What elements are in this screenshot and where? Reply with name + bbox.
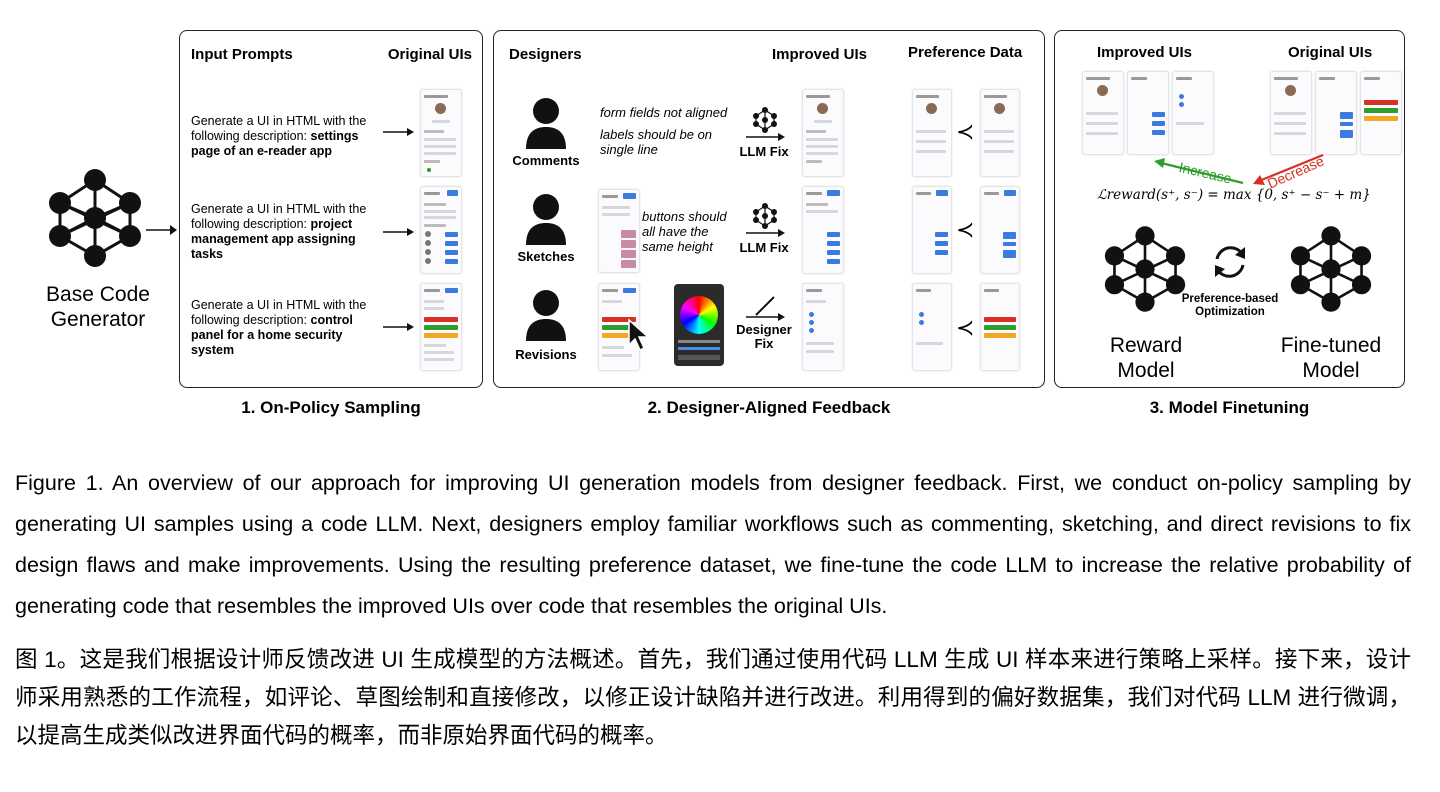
figure-caption-english: Figure 1. An overview of our approach fo… [15, 471, 1411, 618]
pref-2-original-thumbnail [980, 186, 1020, 274]
pref-3-improved-thumbnail [912, 283, 952, 371]
sketch-note: buttons should all have the same height [642, 209, 727, 254]
finetuned-model-network-icon [1290, 226, 1372, 312]
person-comments-label: Comments [512, 153, 580, 168]
prec-symbol-3: ≺ [956, 315, 975, 340]
improved-ui-3-thumbnail [802, 283, 844, 371]
improved-ui-2-thumbnail [802, 186, 844, 274]
prompt-1-plain: Generate a UI in HTML with the following… [191, 114, 367, 143]
preference-optimization-label: Preference-based Optimization [1169, 293, 1291, 319]
decrease-arrow-icon [1253, 153, 1324, 185]
original-uis-header: Original UIs [387, 46, 472, 63]
llm-fix-1-label: LLM Fix [739, 144, 789, 159]
prec-symbol-1: ≺ [956, 119, 975, 144]
prompt-3-plain: Generate a UI in HTML with the following… [191, 298, 367, 327]
llm-fix-1-arrow-icon [746, 133, 785, 141]
designer-fix-line1: Designer [736, 322, 792, 337]
prompt-1: Generate a UI in HTML with the following… [191, 114, 381, 159]
person-comments-icon [526, 98, 566, 149]
cursor-icon [628, 318, 650, 352]
prompt-2-bold: project management app assigning tasks [191, 217, 356, 261]
designers-header: Designers [509, 46, 582, 63]
llm-fix-1-network-icon [753, 107, 777, 133]
p3-improved-header: Improved UIs [1097, 44, 1193, 61]
finetuned-line2: Model [1302, 359, 1360, 382]
panel-designer-feedback: Designers Improved UIs Preference Data C… [493, 30, 1045, 388]
prompt-3-bold: control panel for a home security system [191, 313, 353, 357]
panel-on-policy-sampling: Input Prompts Original UIs Generate a UI… [179, 30, 483, 388]
p3-original-ui-2 [1315, 71, 1357, 155]
designer-fix-arrow-icon [746, 313, 785, 321]
pref-opt-line1: Preference-based [1181, 293, 1279, 305]
base-generator-label: Base Code Generator [28, 282, 168, 332]
reward-model-network-icon [1104, 226, 1186, 312]
pref-1-improved-thumbnail [912, 89, 952, 177]
person-sketches-icon [526, 194, 566, 245]
p3-original-header: Original UIs [1288, 44, 1373, 61]
person-sketches-label: Sketches [517, 249, 575, 264]
panel2-caption: 2. Designer-Aligned Feedback [647, 398, 891, 417]
base-generator-line2: Generator [50, 308, 146, 331]
pref-opt-line2: Optimization [1195, 306, 1265, 318]
pref-3-original-thumbnail [980, 283, 1020, 371]
panel-model-finetuning: Improved UIs Original UIs Increase D [1054, 30, 1405, 388]
base-generator-line1: Base Code [46, 283, 150, 306]
person-revisions-label: Revisions [515, 347, 577, 362]
finetuned-line1: Fine-tuned [1280, 334, 1382, 357]
improved-ui-1-thumbnail [802, 89, 844, 177]
arrow-prompt-3-icon [383, 323, 414, 331]
reward-line1: Reward [1109, 334, 1183, 357]
color-wheel-icon [680, 296, 718, 334]
cycle-arrows-icon [1215, 246, 1245, 278]
increase-arrow-icon [1154, 158, 1244, 185]
p3-improved-ui-2 [1127, 71, 1169, 155]
figure-caption-chinese: 图 1。这是我们根据设计师反馈改进 UI 生成模型的方法概述。首先，我们通过使用… [15, 647, 1411, 748]
designer-fix-label: Designer Fix [734, 323, 794, 351]
color-picker-widget [674, 284, 724, 366]
prec-symbol-2: ≺ [956, 217, 975, 242]
designer-fix-line2: Fix [754, 336, 774, 351]
comment-note-1: form fields not aligned [600, 105, 728, 120]
original-ui-project-thumbnail [420, 186, 462, 274]
pref-2-improved-thumbnail [912, 186, 952, 274]
base-generator-network-icon [49, 169, 141, 267]
prompt-2: Generate a UI in HTML with the following… [191, 202, 381, 262]
prompt-1-bold: settings page of an e-reader app [191, 129, 359, 158]
panel3-caption: 3. Model Finetuning [1149, 398, 1310, 417]
p3-improved-ui-1 [1082, 71, 1124, 155]
p3-original-ui-1 [1270, 71, 1312, 155]
designer-pen-icon [755, 296, 775, 316]
llm-fix-2-arrow-icon [746, 229, 785, 237]
original-ui-security-thumbnail [420, 283, 462, 371]
p3-original-ui-3 [1360, 71, 1402, 155]
panel1-caption: 1. On-Policy Sampling [241, 398, 421, 417]
arrow-prompt-1-icon [383, 128, 414, 136]
arrow-prompt-2-icon [383, 228, 414, 236]
pref-1-original-thumbnail [980, 89, 1020, 177]
original-ui-settings-thumbnail [420, 89, 462, 177]
prompt-3: Generate a UI in HTML with the following… [191, 298, 381, 358]
prompt-2-plain: Generate a UI in HTML with the following… [191, 202, 367, 231]
person-revisions-icon [526, 290, 566, 341]
input-prompts-header: Input Prompts [191, 46, 293, 63]
p3-improved-ui-3 [1172, 71, 1214, 155]
arrow-to-panel1-icon [146, 225, 177, 235]
finetuned-model-label: Fine-tuned Model [1261, 333, 1401, 383]
reward-loss-formula: ℒreward(s⁺, s⁻) = max {0, s⁺ − s⁻ + m} [1097, 187, 1371, 203]
improved-uis-header: Improved UIs [772, 46, 868, 63]
sketch-thumbnail [598, 189, 640, 273]
comment-note-2: labels should be on single line [600, 127, 713, 157]
preference-data-header: Preference Data [908, 44, 1023, 61]
llm-fix-2-network-icon [753, 203, 777, 229]
reward-line2: Model [1117, 359, 1175, 382]
llm-fix-2-label: LLM Fix [739, 240, 789, 255]
reward-model-label: Reward Model [1081, 333, 1211, 383]
